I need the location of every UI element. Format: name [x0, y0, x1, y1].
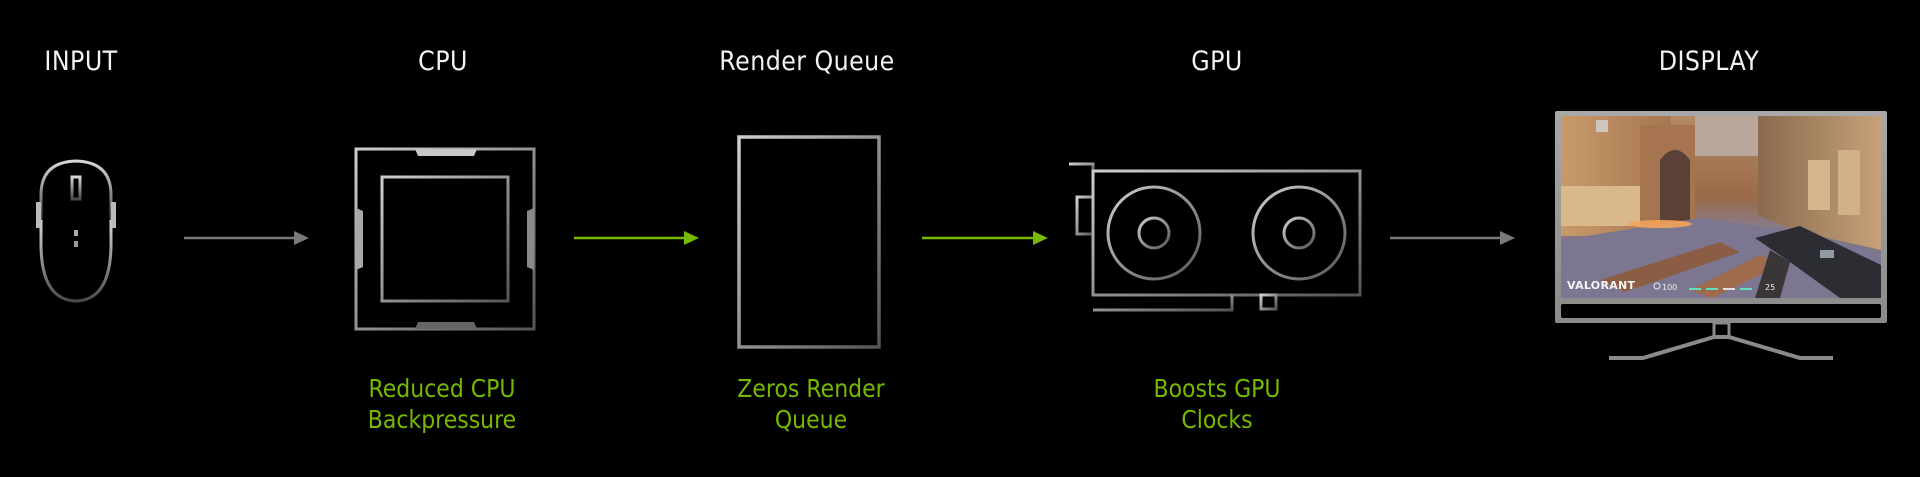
stage-title-gpu: GPU	[1191, 46, 1243, 77]
benefit-cpu: Reduced CPU Backpressure	[358, 373, 527, 435]
arrow-render-queue-to-gpu	[922, 231, 1048, 245]
benefit-cpu-line-2: Backpressure	[367, 405, 517, 434]
render-queue-frame-icon	[737, 135, 881, 349]
mouse-icon	[36, 159, 116, 303]
benefit-render-queue-line-1: Zeros Render	[737, 374, 885, 403]
arrow-cpu-to-render-queue	[574, 231, 699, 245]
stage-title-input: INPUT	[44, 46, 118, 77]
benefit-gpu-line-2: Clocks	[1181, 405, 1253, 434]
benefit-gpu-line-1: Boosts GPU	[1153, 374, 1281, 403]
benefit-gpu: Boosts GPU Clocks	[1145, 373, 1289, 435]
benefit-cpu-line-1: Reduced CPU	[368, 374, 516, 403]
cpu-chip-icon	[354, 147, 536, 331]
stage-title-cpu: CPU	[418, 46, 468, 77]
benefit-render-queue-line-2: Queue	[774, 405, 848, 434]
stage-title-render-queue: Render Queue	[719, 46, 895, 77]
stage-title-display: DISPLAY	[1658, 46, 1760, 77]
monitor-icon: VALORANT 100 25	[1555, 111, 1887, 360]
hud-ammo: 25	[1765, 283, 1775, 292]
graphics-card-icon	[1069, 162, 1362, 342]
display-screen: VALORANT 100 25	[1561, 116, 1881, 298]
arrow-gpu-to-display	[1390, 231, 1515, 245]
game-logo: VALORANT	[1567, 279, 1636, 292]
benefit-render-queue: Zeros Render Queue	[727, 373, 895, 435]
arrow-input-to-cpu	[184, 231, 309, 245]
hud-health: 100	[1662, 283, 1677, 292]
